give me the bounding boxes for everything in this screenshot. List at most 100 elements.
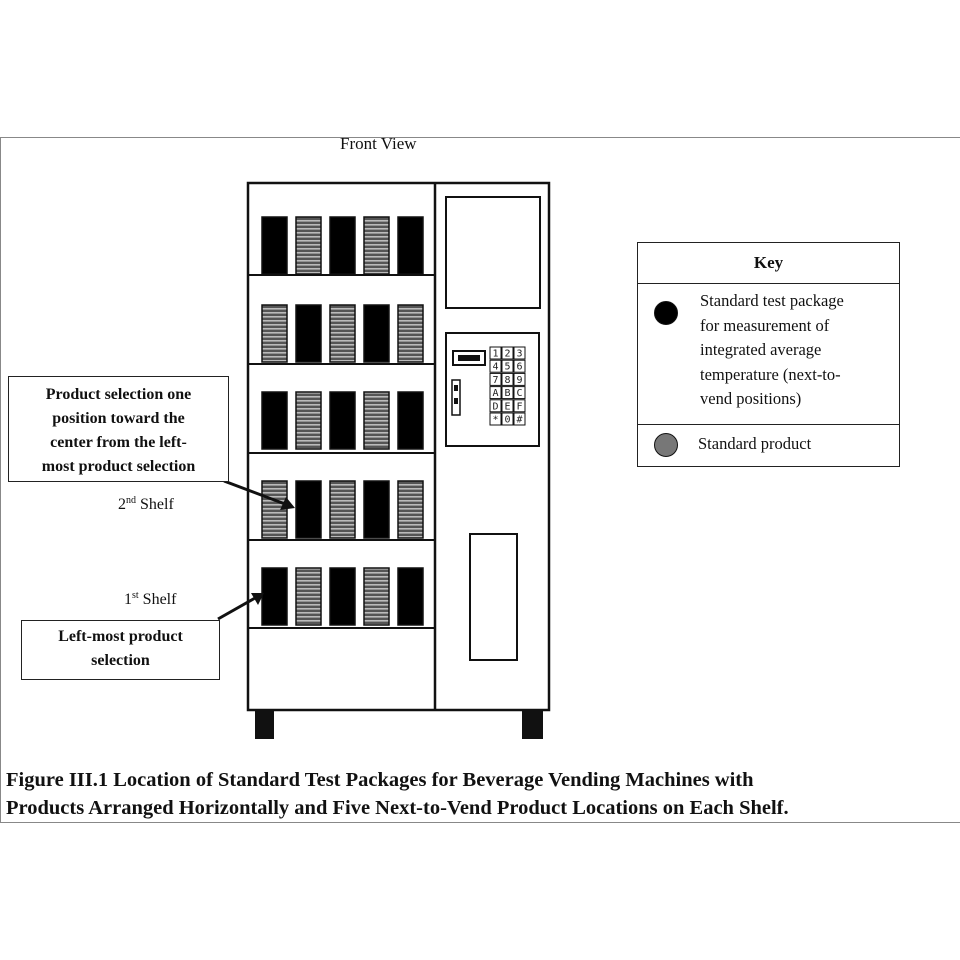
keypad-key-label: 5 bbox=[504, 362, 510, 373]
keypad-key-label: 0 bbox=[504, 415, 510, 426]
arrow-second-shelf-line bbox=[223, 479, 286, 506]
keypad-key bbox=[501, 372, 514, 386]
display-window bbox=[445, 196, 541, 309]
keypad-key bbox=[513, 359, 526, 373]
callout-left-most-selection: Left-most product selection bbox=[21, 620, 220, 680]
keypad-key-label: E bbox=[504, 401, 510, 412]
keypad-key-label: C bbox=[516, 388, 522, 399]
keypad-key-label: 3 bbox=[516, 349, 522, 360]
left-foot bbox=[255, 710, 274, 739]
key-text-line: Standard test package bbox=[700, 291, 844, 310]
standard-test-package bbox=[363, 480, 390, 539]
standard-test-package bbox=[261, 216, 288, 275]
shelf-word: Shelf bbox=[140, 496, 174, 513]
keypad-key-label: * bbox=[492, 415, 498, 426]
callout-line: position toward the bbox=[52, 410, 185, 427]
standard-test-package bbox=[295, 304, 322, 363]
keypad-key-label: A bbox=[492, 388, 498, 399]
arrow-second-shelf-head bbox=[280, 497, 295, 510]
standard-product bbox=[261, 304, 288, 363]
keypad-key-label: 8 bbox=[504, 375, 510, 386]
ordinal-suffix: st bbox=[132, 590, 139, 601]
ordinal: 1 bbox=[124, 591, 132, 608]
keypad-key-label: # bbox=[516, 415, 522, 426]
ordinal-suffix: nd bbox=[126, 495, 136, 506]
first-shelf-label: 1st Shelf bbox=[124, 590, 176, 609]
right-foot bbox=[522, 710, 543, 739]
keypad-key bbox=[513, 399, 526, 413]
key-item-test-package: Standard test package for measurement of… bbox=[638, 284, 899, 425]
figure-caption: Figure III.1 Location of Standard Test P… bbox=[6, 766, 789, 822]
standard-test-package bbox=[295, 480, 322, 539]
keypad-key bbox=[513, 346, 526, 360]
standard-test-package bbox=[329, 216, 356, 275]
keypad-key bbox=[501, 399, 514, 413]
key-text-line: integrated average bbox=[700, 340, 822, 360]
callout-line: Left-most product bbox=[58, 628, 183, 645]
standard-product bbox=[295, 391, 322, 450]
standard-product bbox=[397, 480, 424, 539]
key-item-text: Standard test package for measurement of… bbox=[700, 289, 844, 412]
keypad-key bbox=[513, 386, 526, 400]
standard-test-package bbox=[329, 391, 356, 450]
caption-line: Products Arranged Horizontally and Five … bbox=[6, 797, 789, 819]
keypad-key bbox=[489, 386, 502, 400]
standard-product bbox=[397, 304, 424, 363]
standard-product bbox=[329, 480, 356, 539]
keypad-key-label: 4 bbox=[492, 362, 498, 373]
arrow-first-shelf-head bbox=[251, 593, 264, 605]
key-item-text: Standard product bbox=[698, 434, 812, 453]
coin-slot bbox=[451, 379, 461, 416]
key-text-line: for measurement of bbox=[700, 315, 830, 335]
keypad-key bbox=[489, 372, 502, 386]
keypad-key-label: 9 bbox=[516, 375, 522, 386]
key-title: Key bbox=[638, 243, 899, 284]
standard-test-package bbox=[397, 391, 424, 450]
standard-test-package bbox=[261, 567, 288, 626]
keypad-key-label: 2 bbox=[504, 349, 510, 360]
callout-line: Product selection one bbox=[45, 386, 192, 403]
keypad-key bbox=[501, 359, 514, 373]
caption-line: Figure III.1 Location of Standard Test P… bbox=[6, 769, 754, 791]
keypad-key bbox=[489, 359, 502, 373]
callout-line: selection bbox=[91, 652, 150, 669]
shelves bbox=[248, 216, 435, 629]
keypad-key bbox=[501, 412, 514, 426]
keypad-key-label: 7 bbox=[492, 375, 498, 386]
standard-product bbox=[295, 216, 322, 275]
standard-product bbox=[329, 304, 356, 363]
key-text-line: vend positions) bbox=[700, 389, 802, 409]
standard-product bbox=[363, 567, 390, 626]
arrow-first-shelf-line bbox=[217, 596, 256, 621]
key-legend: Key Standard test package for measuremen… bbox=[637, 242, 900, 467]
keypad-key-label: D bbox=[492, 401, 498, 412]
standard-test-package bbox=[261, 391, 288, 450]
black-circle-icon bbox=[654, 301, 678, 325]
standard-test-package bbox=[397, 567, 424, 626]
standard-product bbox=[363, 216, 390, 275]
keypad-key bbox=[501, 386, 514, 400]
standard-product bbox=[261, 480, 288, 539]
key-text-line: temperature (next-to- bbox=[700, 364, 841, 384]
standard-test-package bbox=[397, 216, 424, 275]
callout-line: center from the left- bbox=[50, 434, 187, 451]
keypad-key bbox=[513, 412, 526, 426]
gray-circle-icon bbox=[654, 433, 678, 457]
keypad-key-label: F bbox=[516, 401, 522, 412]
callout-second-selection: Product selection one position toward th… bbox=[8, 376, 229, 482]
second-shelf-label: 2nd Shelf bbox=[118, 495, 174, 514]
keypad-key bbox=[489, 399, 502, 413]
standard-test-package bbox=[329, 567, 356, 626]
keypad-key-label: 6 bbox=[516, 362, 522, 373]
keypad-key bbox=[513, 372, 526, 386]
keypad-key-label: 1 bbox=[492, 349, 498, 360]
figure-frame bbox=[0, 137, 960, 823]
callout-line: most product selection bbox=[41, 458, 196, 475]
standard-product bbox=[295, 567, 322, 626]
keypad-key bbox=[489, 412, 502, 426]
standard-product bbox=[363, 391, 390, 450]
key-item-standard-product: Standard product bbox=[638, 425, 899, 468]
keypad-key-label: B bbox=[504, 388, 510, 399]
